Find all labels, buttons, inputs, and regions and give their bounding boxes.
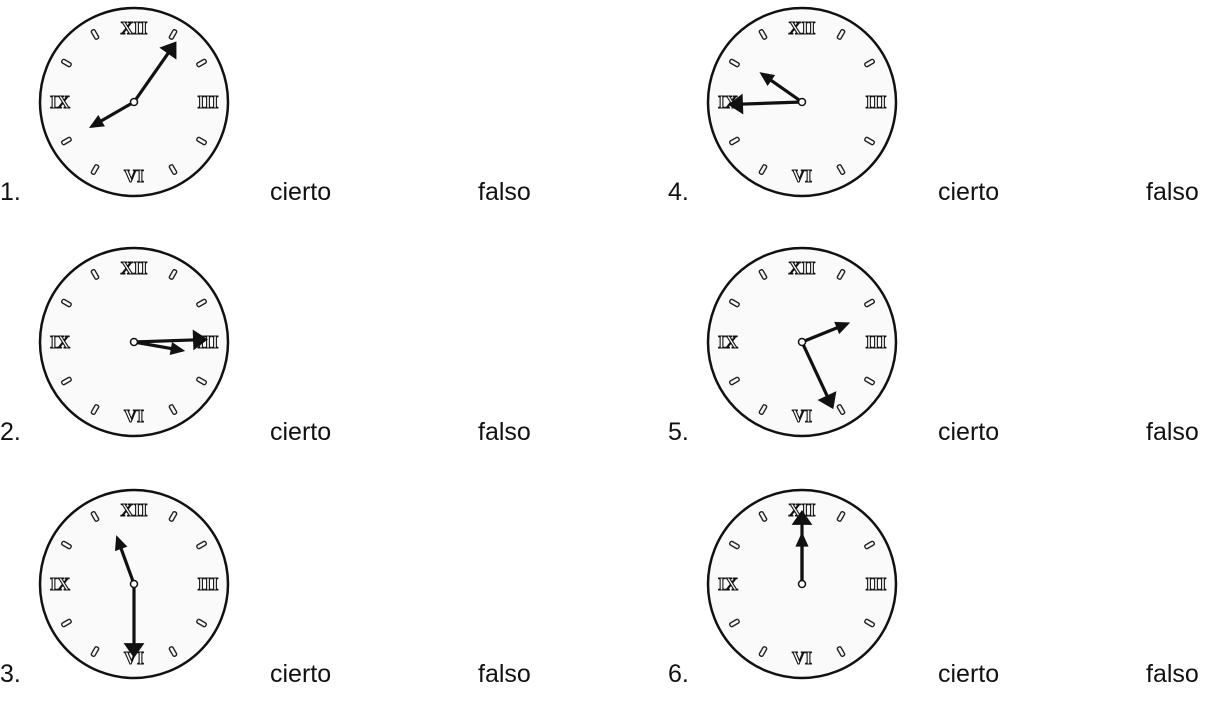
clock-numeral-top: XII: [788, 258, 815, 278]
clock-numeral-left: IX: [50, 574, 70, 594]
clock-svg: XII III VI IX: [704, 244, 900, 440]
clock-numeral-top: XII: [120, 18, 147, 38]
clock-face: XII III VI IX: [704, 244, 900, 440]
clock-numeral-right: III: [865, 92, 886, 112]
item-number: 3.: [0, 662, 21, 687]
option-falso[interactable]: falso: [478, 420, 531, 445]
clock-numeral-bottom: VI: [792, 406, 812, 426]
option-falso[interactable]: falso: [1146, 420, 1199, 445]
option-cierto[interactable]: cierto: [270, 662, 331, 687]
clock-numeral-bottom: VI: [124, 406, 144, 426]
center-pin: [799, 581, 806, 588]
option-cierto[interactable]: cierto: [938, 662, 999, 687]
option-falso[interactable]: falso: [1146, 180, 1199, 205]
clock-face: XIIIIIVIIX: [704, 486, 900, 682]
option-cierto[interactable]: cierto: [270, 420, 331, 445]
option-cierto[interactable]: cierto: [938, 420, 999, 445]
clock-numeral-top: XII: [120, 500, 147, 520]
clock-svg: XIIIIIVIIX: [36, 244, 232, 440]
clock-numeral-top: XII: [120, 258, 147, 278]
item-number: 1.: [0, 180, 21, 205]
clock-numeral-bottom: VI: [124, 166, 144, 186]
option-cierto[interactable]: cierto: [270, 180, 331, 205]
clock-numeral-bottom: VI: [792, 648, 812, 668]
clock-numeral-left: IX: [50, 92, 70, 112]
option-falso[interactable]: falso: [478, 180, 531, 205]
center-pin: [799, 99, 806, 106]
clock-numeral-right: III: [865, 574, 886, 594]
clock-numeral-right: III: [865, 332, 886, 352]
clock-face: XII III VI IX: [36, 4, 232, 200]
item-number: 6.: [668, 662, 689, 687]
clock-numeral-bottom: VI: [792, 166, 812, 186]
exercise-item-5: XII III VI IX 5. cierto falso: [668, 244, 1223, 464]
item-number: 2.: [0, 420, 21, 445]
center-pin: [131, 581, 138, 588]
center-pin: [131, 99, 138, 106]
clock-numeral-top: XII: [788, 18, 815, 38]
clock-numeral-left: IX: [718, 332, 738, 352]
clock-svg: XII III VI IX: [36, 4, 232, 200]
clock-numeral-right: III: [197, 574, 218, 594]
clock-numeral-left: IX: [718, 574, 738, 594]
option-falso[interactable]: falso: [478, 662, 531, 687]
center-pin: [131, 339, 138, 346]
center-pin: [799, 339, 806, 346]
exercise-item-1: XII III VI IX 1. cierto falso: [0, 4, 600, 224]
item-number: 4.: [668, 180, 689, 205]
item-number: 5.: [668, 420, 689, 445]
clock-numeral-right: III: [197, 92, 218, 112]
option-cierto[interactable]: cierto: [938, 180, 999, 205]
option-falso[interactable]: falso: [1146, 662, 1199, 687]
clock-numeral-left: IX: [50, 332, 70, 352]
